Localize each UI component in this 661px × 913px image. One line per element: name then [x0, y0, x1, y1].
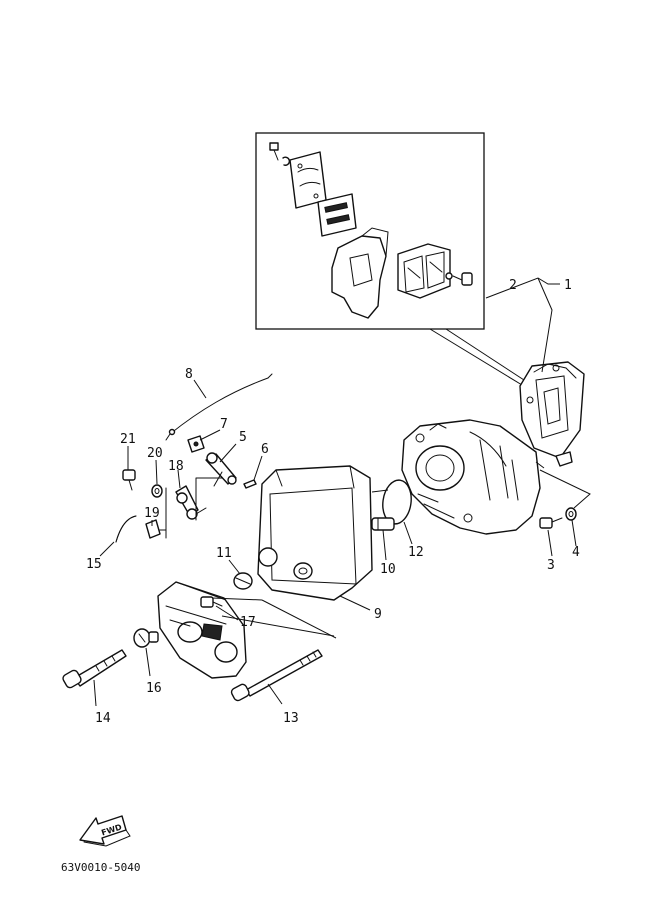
hose-15-icon — [115, 515, 137, 543]
crankcase-body — [401, 419, 541, 535]
callout-5: 5 — [239, 430, 247, 445]
callout-2: 2 — [509, 278, 517, 293]
fwd-arrow-icon: FWD — [79, 815, 131, 847]
callout-9: 9 — [374, 607, 382, 622]
inset-reed-plate-icon — [317, 193, 357, 237]
callout-6: 6 — [261, 442, 269, 457]
callout-15: 15 — [86, 557, 102, 572]
callout-20: 20 — [147, 446, 163, 461]
throttle-rod-icon — [165, 373, 273, 441]
pin-6-icon — [243, 479, 257, 489]
lever-18-icon — [165, 477, 223, 539]
callout-19: 19 — [144, 506, 160, 521]
reed-valve-assembly — [519, 361, 585, 467]
bolt-17-icon — [200, 596, 223, 608]
callout-4: 4 — [572, 545, 580, 560]
inset-bolt-icon — [445, 272, 473, 286]
leader-lines — [93, 277, 591, 707]
bolt-14-icon — [62, 649, 127, 689]
link-5-icon — [205, 452, 237, 487]
callout-11: 11 — [216, 546, 232, 561]
callout-14: 14 — [95, 711, 111, 726]
callout-1: 1 — [564, 278, 572, 293]
callout-3: 3 — [547, 558, 555, 573]
bolt-3-icon — [539, 517, 563, 529]
clip-7-icon — [187, 435, 205, 453]
callout-12: 12 — [408, 545, 424, 560]
inset-reed-stopper-icon — [289, 151, 327, 209]
collar-icon — [371, 517, 395, 531]
intake-silencer — [257, 465, 373, 601]
callout-17: 17 — [240, 615, 256, 630]
plug-cap-icon — [233, 572, 253, 590]
callout-8: 8 — [185, 367, 193, 382]
callout-21: 21 — [120, 432, 136, 447]
clamp-19-icon — [145, 519, 167, 539]
callout-13: 13 — [283, 711, 299, 726]
inset-reed-valve-body-icon — [397, 243, 451, 299]
diagram-code: 63V0010-5040 — [61, 861, 140, 874]
screw-21-icon — [122, 469, 136, 491]
reed-valve-inset — [255, 132, 525, 386]
inset-screw-icon — [269, 142, 291, 166]
silencer-cover — [157, 581, 247, 679]
inset-gasket-icon — [331, 227, 389, 319]
bolt-13-icon — [230, 649, 323, 702]
callout-labels: 1 2 3 4 5 6 7 8 9 10 11 12 13 14 15 16 1… — [86, 278, 580, 726]
callout-10: 10 — [380, 562, 396, 577]
callout-18: 18 — [168, 459, 184, 474]
callout-7: 7 — [220, 417, 228, 432]
washer-20-icon — [151, 484, 163, 498]
washer-4-icon — [565, 507, 577, 521]
callout-16: 16 — [146, 681, 162, 696]
screw-16-icon — [133, 628, 159, 648]
